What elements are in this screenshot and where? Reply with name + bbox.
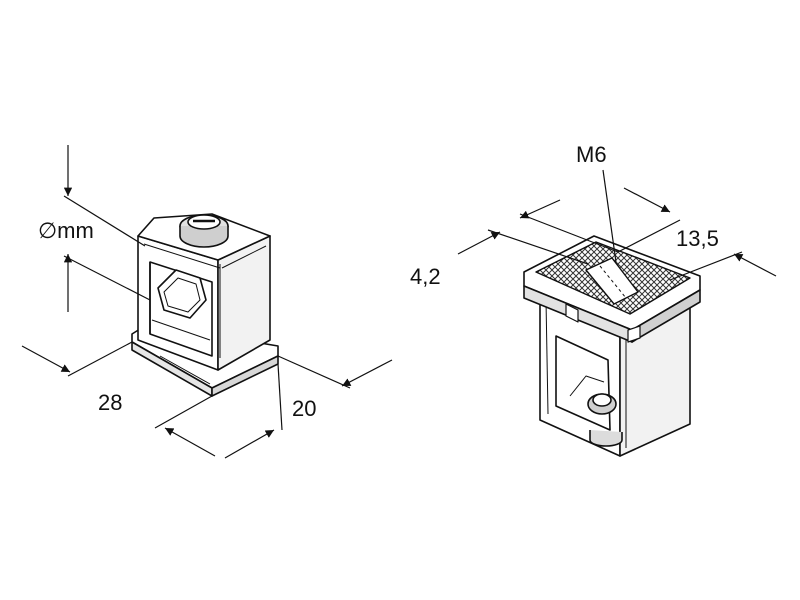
thread-label: M6 xyxy=(576,142,607,167)
depth-arrow-right xyxy=(224,429,275,459)
left-clamp xyxy=(131,213,279,397)
length-label: 13,5 xyxy=(676,226,719,251)
width-arrow-right xyxy=(341,359,393,387)
length-arrow-bottom xyxy=(733,253,777,277)
slot-arrow-left xyxy=(457,231,501,255)
left-dimensions xyxy=(21,145,393,459)
depth-arrow-left xyxy=(164,427,216,457)
right-dimensions xyxy=(457,169,777,281)
width-arrow-left xyxy=(21,345,71,373)
right-clamp xyxy=(523,235,701,457)
diameter-label: ∅mm xyxy=(38,218,94,243)
slot-label: 4,2 xyxy=(410,264,441,289)
depth-label: 20 xyxy=(292,396,317,421)
length-arrow-top xyxy=(623,187,671,213)
thread-leader xyxy=(602,169,617,263)
slot-arrow-right xyxy=(519,199,561,219)
width-label: 28 xyxy=(98,390,123,415)
